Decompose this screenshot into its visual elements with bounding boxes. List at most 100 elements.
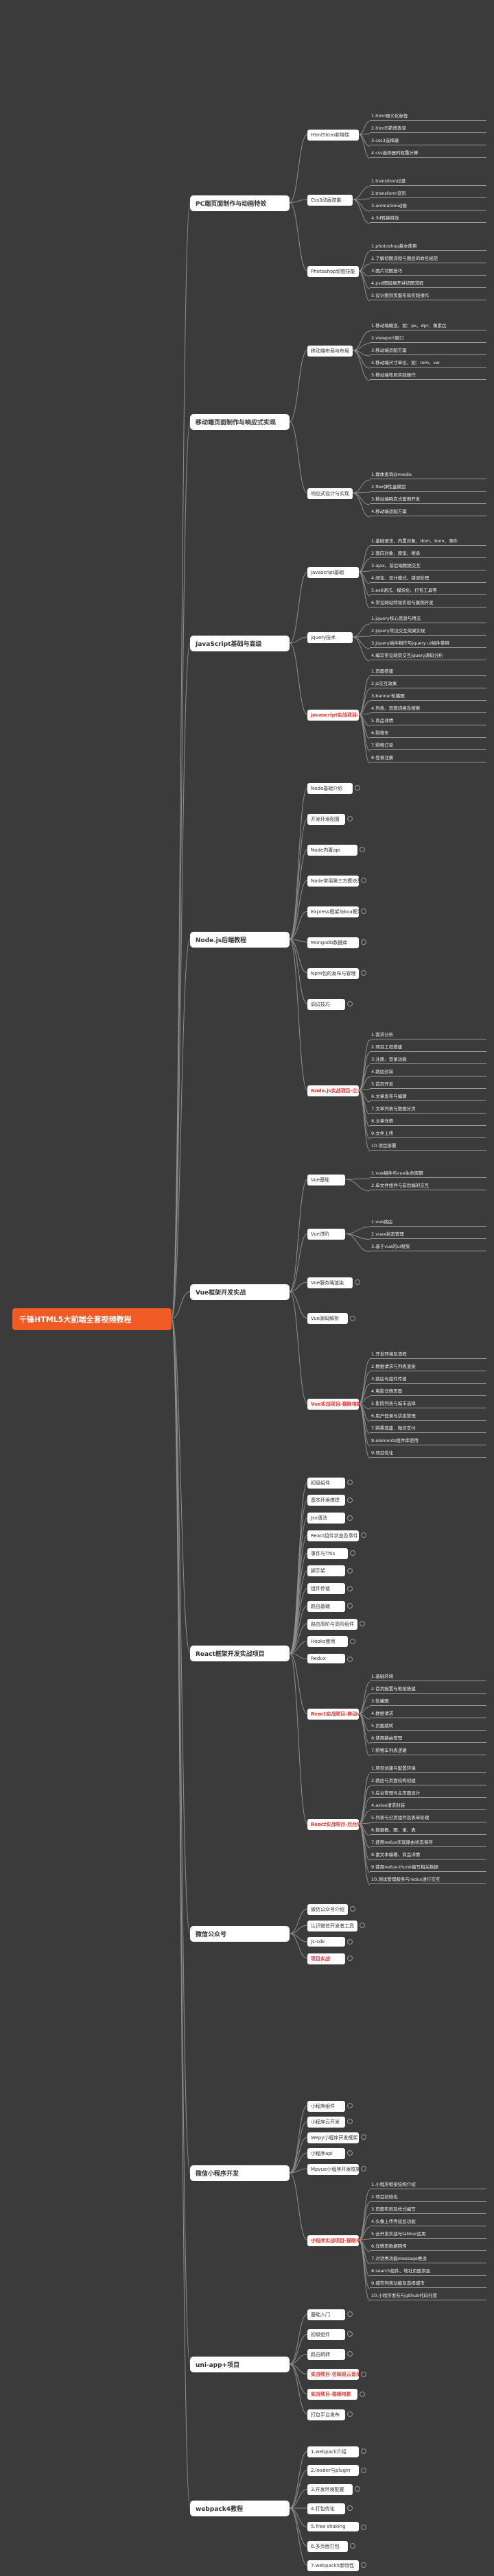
branch-5-topic-7[interactable]: 路由基础 (307, 1600, 345, 1612)
expand-icon[interactable] (350, 1906, 355, 1912)
branch-1-topic-0-item-3[interactable]: 4.移动端尺寸单位，如：rem、vw (370, 357, 486, 368)
branch-7-topic-5[interactable]: 小程序实战项目-猫眼电影 (307, 2235, 359, 2246)
expand-icon[interactable] (360, 1621, 365, 1626)
branch-4-topic-4-item-1[interactable]: 2.数据请求与列表渲染 (370, 1361, 486, 1371)
expand-icon[interactable] (347, 2505, 353, 2511)
branch-2-topic-2-item-1[interactable]: 2.js交互效果 (370, 678, 486, 688)
branch-3-topic-0[interactable]: Node基础介绍 (307, 782, 353, 794)
branch-2-topic-1-item-3[interactable]: 4.编写常见网页交互jquery源码分析 (370, 650, 486, 660)
branch-4-topic-1-item-0[interactable]: 1.vue路由 (370, 1216, 486, 1227)
branch-1[interactable]: 移动端页面制作与响应式实现 (190, 414, 290, 430)
branch-4-topic-4-item-7[interactable]: 8.elements组件库使用 (370, 1435, 486, 1445)
branch-6[interactable]: 微信公众号 (190, 1926, 290, 1942)
branch-2-topic-2-item-4[interactable]: 5.商品详情 (370, 715, 486, 725)
branch-2-topic-2-item-0[interactable]: 1.页面搭建 (370, 666, 486, 676)
branch-8[interactable]: uni-app+项目 (190, 2357, 290, 2372)
expand-icon[interactable] (361, 2371, 366, 2377)
expand-icon[interactable] (347, 2119, 353, 2124)
branch-5-topic-12-item-0[interactable]: 1.项目创建与配置环境 (370, 1763, 486, 1773)
branch-3-topic-8-item-5[interactable]: 6.文章发布与编辑 (370, 1091, 486, 1101)
branch-5-topic-0[interactable]: 初级组件 (307, 1477, 345, 1489)
expand-icon[interactable] (361, 2467, 366, 2473)
branch-3-topic-8-item-4[interactable]: 5.首页开发 (370, 1079, 486, 1089)
branch-5[interactable]: React框架开发实战项目 (190, 1646, 290, 1661)
branch-0-topic-2-item-0[interactable]: 1.photoshop基本使用 (370, 241, 486, 251)
branch-2-topic-1-item-0[interactable]: 1.jquery核心思想与用法 (370, 613, 486, 623)
branch-3-topic-8-item-8[interactable]: 9.文件上传 (370, 1128, 486, 1138)
branch-7-topic-5-item-6[interactable]: 7.对话类功能message推送 (370, 2253, 486, 2263)
branch-9-topic-6[interactable]: 7.webpack5新特性 (307, 2560, 359, 2571)
branch-5-topic-9[interactable]: Hooks使用 (307, 1636, 348, 1648)
branch-9[interactable]: webpack4教程 (190, 2501, 290, 2516)
expand-icon[interactable] (361, 2562, 366, 2568)
branch-3-topic-2[interactable]: Node内置api (307, 844, 357, 856)
branch-5-topic-11-item-5[interactable]: 6.使用路由管理 (370, 1733, 486, 1744)
branch-7-topic-0[interactable]: 小程序组件 (307, 2100, 345, 2112)
branch-4-topic-4-item-4[interactable]: 5.影院列表与城市选择 (370, 1398, 486, 1408)
branch-1-topic-1[interactable]: 响应式设计与实现 (307, 487, 353, 499)
branch-2-topic-0-item-0[interactable]: 1.基础语法、内置对象、dom、bom、事件 (370, 535, 486, 546)
branch-4-topic-4-item-2[interactable]: 3.路由与组件传值 (370, 1373, 486, 1384)
branch-5-topic-3[interactable]: React组件状态及事件 (307, 1530, 359, 1541)
expand-icon[interactable] (355, 1279, 360, 1285)
branch-1-topic-1-item-0[interactable]: 1.媒体查询@media (370, 469, 486, 479)
branch-2-topic-1-item-2[interactable]: 3.jquery插件制作与jquery ui组件使用 (370, 638, 486, 648)
branch-7-topic-3[interactable]: 小程序api (307, 2147, 345, 2159)
branch-5-topic-8[interactable]: 路由高阶与高阶组件 (307, 1618, 357, 1630)
branch-4-topic-1-item-1[interactable]: 2.vuex状态管理 (370, 1229, 486, 1239)
branch-2-topic-2-item-3[interactable]: 4.列表、页面切换及搜索 (370, 703, 486, 713)
branch-4-topic-4[interactable]: Vue实战项目-猫眼电影 (307, 1398, 359, 1410)
root-node[interactable]: 千锋HTML5大前端全套视频教程 (12, 1308, 172, 1330)
branch-0-topic-0-item-0[interactable]: 1.html语义化标签 (370, 110, 486, 121)
branch-3[interactable]: Node.js后端教程 (190, 931, 290, 948)
expand-icon[interactable] (361, 2448, 366, 2454)
branch-5-topic-5[interactable]: 脚手架 (307, 1565, 345, 1577)
branch-3-topic-8-item-6[interactable]: 7.文章列表与数据分页 (370, 1103, 486, 1114)
expand-icon[interactable] (350, 1550, 355, 1556)
expand-icon[interactable] (347, 2331, 353, 2337)
branch-7-topic-1[interactable]: 小程序云开发 (307, 2116, 345, 2128)
branch-5-topic-12-item-9[interactable]: 10.测试管理服务与redux进行交互 (370, 1874, 486, 1884)
branch-5-topic-11[interactable]: React实战项目-移动web商城项目 (307, 1708, 359, 1720)
branch-3-topic-4[interactable]: Express框架与koa框架 (307, 906, 359, 917)
branch-8-topic-2[interactable]: 路由跳转 (307, 2348, 345, 2360)
branch-2-topic-2-item-2[interactable]: 3.banner轮播图 (370, 690, 486, 701)
expand-icon[interactable] (347, 816, 353, 821)
expand-icon[interactable] (347, 1480, 353, 1485)
branch-2-topic-2-item-7[interactable]: 8.登录注册 (370, 752, 486, 762)
branch-7-topic-5-item-8[interactable]: 9.城市列表功能及选择城市 (370, 2278, 486, 2288)
branch-5-topic-12-item-8[interactable]: 9.使用redux-thunk编写相关数据 (370, 1862, 486, 1872)
branch-9-topic-1[interactable]: 2.loader与plugin (307, 2465, 359, 2477)
branch-8-topic-5[interactable]: 打包平台发布 (307, 2409, 345, 2420)
branch-7-topic-5-item-1[interactable]: 2.项目初始化 (370, 2191, 486, 2202)
branch-7-topic-5-item-3[interactable]: 4.头像上传等底层功能 (370, 2216, 486, 2226)
branch-0-topic-1-item-1[interactable]: 2.transform变形 (370, 188, 486, 198)
branch-9-topic-5[interactable]: 6.多页面打包 (307, 2540, 348, 2552)
branch-3-topic-8-item-2[interactable]: 3.注册、登录功能 (370, 1054, 486, 1064)
expand-icon[interactable] (350, 1315, 355, 1321)
branch-0-topic-2[interactable]: Photoshop切图技能 (307, 265, 359, 277)
branch-4-topic-2[interactable]: Vue服务端渲染 (307, 1277, 353, 1288)
branch-9-topic-0[interactable]: 1.webpack介绍 (307, 2446, 359, 2457)
branch-7-topic-5-item-9[interactable]: 10.小程序发布与github代码托管 (370, 2290, 486, 2300)
branch-0-topic-2-item-1[interactable]: 2.了解切图流程与图层的命名规范 (370, 253, 486, 263)
branch-1-topic-1-item-2[interactable]: 3.移动端响应式案例开发 (370, 494, 486, 504)
branch-0-topic-0[interactable]: Html5htm新特性 (307, 129, 359, 141)
expand-icon[interactable] (360, 1923, 365, 1928)
expand-icon[interactable] (347, 1656, 353, 1662)
branch-4[interactable]: Vue框架开发实战 (190, 1284, 290, 1300)
branch-7-topic-5-item-4[interactable]: 5.云开发实战与tabbar运用 (370, 2228, 486, 2239)
branch-2-topic-0-item-2[interactable]: 3.ajax、前后端数据交互 (370, 560, 486, 570)
branch-4-topic-0-item-0[interactable]: 1.vue组件与vue生命周期 (370, 1168, 486, 1178)
branch-3-topic-8-item-9[interactable]: 10.项目部署 (370, 1140, 486, 1151)
branch-7-topic-5-item-0[interactable]: 1.小程序框架结构介绍 (370, 2179, 486, 2189)
branch-0-topic-1-item-3[interactable]: 4.3d转换特效 (370, 213, 486, 223)
branch-4-topic-3[interactable]: Vue源码解析 (307, 1313, 348, 1324)
expand-icon[interactable] (347, 1567, 353, 1574)
branch-5-topic-2[interactable]: Jsx语法 (307, 1513, 345, 1524)
branch-7-topic-5-item-2[interactable]: 3.页面布局及样式编写 (370, 2204, 486, 2214)
expand-icon[interactable] (360, 847, 365, 852)
expand-icon[interactable] (361, 939, 366, 945)
expand-icon[interactable] (355, 785, 360, 791)
expand-icon[interactable] (347, 1497, 353, 1503)
